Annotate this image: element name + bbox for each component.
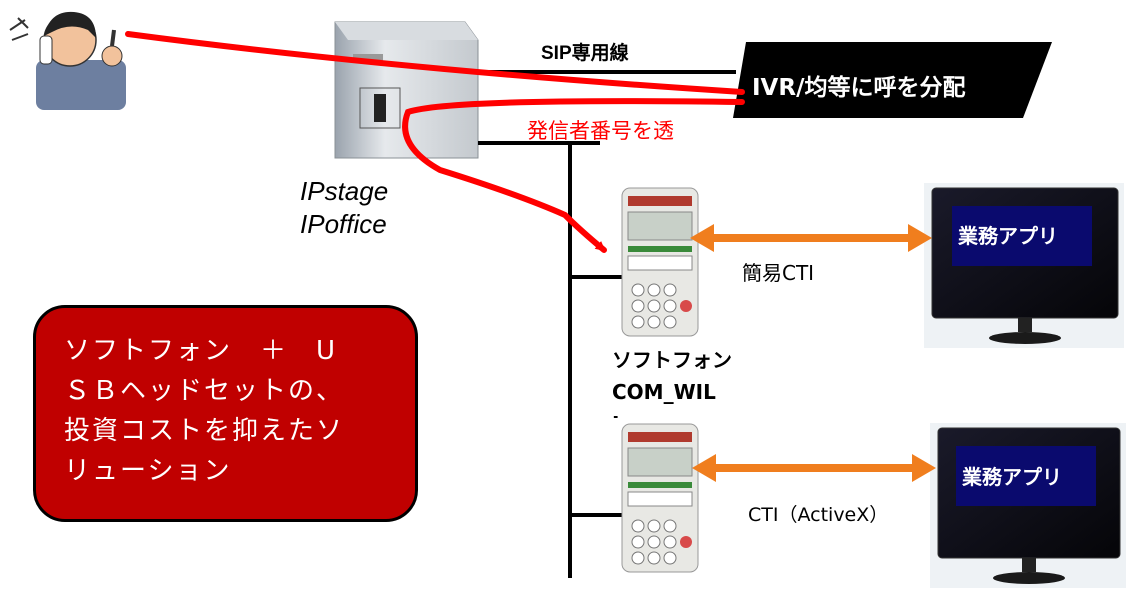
business-app-label: 業務アプリ bbox=[958, 224, 1058, 248]
simple-cti-label: 簡易CTI bbox=[742, 261, 815, 285]
monitor-icon bbox=[930, 423, 1126, 588]
softphone-icon bbox=[621, 423, 699, 573]
callout-box bbox=[33, 305, 418, 522]
cti-arrow-2 bbox=[692, 454, 936, 482]
softphone-label: ソフトフォン COM_WIL L bbox=[612, 344, 732, 418]
callout-line: ソフトフォン ＋ U bbox=[64, 336, 338, 366]
callout-text: ソフトフォン ＋ U ＳＢヘッドセットの、 投資コストを抑えたソ リューション bbox=[64, 331, 394, 491]
caller-person-icon bbox=[9, 11, 126, 110]
ip-products-label: IPstage IPoffice bbox=[300, 175, 388, 241]
callout-line: ＳＢヘッドセットの、 bbox=[64, 376, 345, 406]
callout-line: 投資コストを抑えたソ bbox=[64, 416, 345, 446]
sip-line-label: SIP専用線 bbox=[541, 43, 629, 64]
softphone-label-line: ソフトフォン bbox=[612, 348, 732, 372]
ipoffice-label: IPoffice bbox=[300, 209, 387, 239]
cti-arrow-1 bbox=[690, 224, 932, 252]
softphone-icon bbox=[621, 187, 699, 337]
softphone-label-line: COM_WIL bbox=[612, 380, 716, 404]
softphone-label-line: L bbox=[612, 408, 732, 418]
business-app-label: 業務アプリ bbox=[962, 465, 1062, 489]
monitor-icon bbox=[924, 183, 1124, 348]
ivr-box bbox=[733, 42, 1052, 118]
ipstage-label: IPstage bbox=[300, 176, 389, 206]
network-lines bbox=[478, 70, 736, 578]
pbx-server-icon bbox=[334, 21, 479, 159]
callout-line: リューション bbox=[64, 456, 232, 486]
cti-activex-label: CTI（ActiveX） bbox=[748, 504, 889, 526]
call-path bbox=[125, 31, 745, 253]
ivr-label: IVR/均等に呼を分配 bbox=[752, 75, 966, 101]
caller-id-label: 発信者番号を透 bbox=[527, 119, 674, 143]
